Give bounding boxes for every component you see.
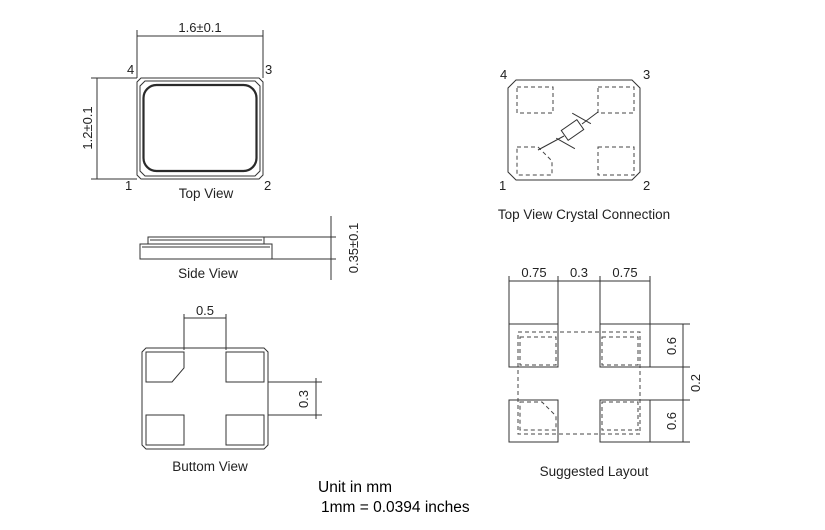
crystal-plate-a	[555, 137, 576, 150]
layout-pad-bottom-right	[599, 399, 651, 443]
crystal-view-pad-4	[516, 86, 554, 114]
layout-package-outline	[517, 331, 641, 435]
bottom-view-pad-2	[225, 351, 265, 383]
layout-pad-width-left-dim: 0.75	[521, 265, 546, 280]
layout-package-pad-4	[519, 336, 557, 366]
layout-gap-dim: 0.3	[570, 265, 588, 280]
top-view-lid	[142, 83, 258, 173]
layout-gap-vertical-dim: 0.2	[688, 374, 703, 392]
bottom-view-pad-4	[225, 414, 265, 446]
layout-pad-width-right-dim: 0.75	[612, 265, 637, 280]
crystal-view-body	[507, 79, 641, 181]
top-view-body-inner	[139, 80, 261, 177]
layout-package-pad-3	[601, 336, 639, 366]
side-view-thickness-dim: 0.35±0.1	[346, 223, 361, 274]
crystal-plate-b	[571, 112, 592, 125]
units-note: Unit in mm 1mm = 0.0394 inches	[318, 479, 470, 516]
bottom-view: 0.5 0.3 Buttom View	[141, 303, 322, 474]
units-line-1: Unit in mm	[318, 479, 392, 496]
crystal-connection-view: 4 3 1 2 Top View Crystal Connection	[498, 67, 670, 222]
top-view-pin-1: 1	[125, 178, 132, 193]
top-view-pin-4: 4	[127, 62, 134, 77]
crystal-symbol	[560, 118, 585, 142]
bottom-view-body	[141, 347, 269, 450]
crystal-view-caption: Top View Crystal Connection	[498, 207, 670, 222]
layout-pad-top-right	[599, 323, 651, 368]
side-view-base	[139, 243, 273, 260]
side-view-caption: Side View	[178, 266, 238, 281]
crystal-view-pin-1: 1	[499, 178, 506, 193]
crystal-view-pin-2: 2	[643, 178, 650, 193]
top-view-caption: Top View	[179, 186, 234, 201]
bottom-view-pad-height-dim: 0.3	[296, 390, 311, 408]
crystal-view-lead-a	[537, 135, 565, 151]
layout-package-pad-2	[601, 401, 639, 431]
top-view-width-dim: 1.6±0.1	[178, 20, 221, 35]
layout-pad-bottom-left	[508, 399, 559, 443]
layout-package-pad-1	[519, 401, 557, 431]
layout-caption: Suggested Layout	[540, 464, 649, 479]
layout-pad-top-left	[508, 323, 559, 368]
crystal-view-pad-1	[516, 146, 553, 176]
crystal-view-pin-4: 4	[500, 67, 507, 82]
bottom-view-pad-width-dim: 0.5	[196, 303, 214, 318]
crystal-view-pad-2	[597, 146, 635, 176]
bottom-view-caption: Buttom View	[172, 459, 248, 474]
layout-pad-height-top-dim: 0.6	[664, 337, 679, 355]
suggested-layout: 0.75 0.3 0.75 0.6 0.2 0.6 Suggested Layo…	[508, 265, 703, 479]
units-line-2: 1mm = 0.0394 inches	[321, 499, 470, 516]
bottom-view-pad-3	[145, 414, 185, 446]
top-view: 1.6±0.1 1.2±0.1 4 3 1 2 Top View	[80, 20, 272, 201]
top-view-body-outline	[136, 77, 264, 180]
top-view-height-dim: 1.2±0.1	[80, 106, 95, 149]
crystal-view-lead-b	[581, 111, 599, 125]
top-view-pin-2: 2	[264, 178, 271, 193]
bottom-view-pad-1	[145, 351, 185, 383]
top-view-pin-3: 3	[265, 62, 272, 77]
side-view: 0.35±0.1 Side View	[139, 216, 361, 281]
crystal-view-pad-3	[597, 86, 635, 114]
layout-pad-height-bottom-dim: 0.6	[664, 412, 679, 430]
crystal-view-pin-3: 3	[643, 67, 650, 82]
